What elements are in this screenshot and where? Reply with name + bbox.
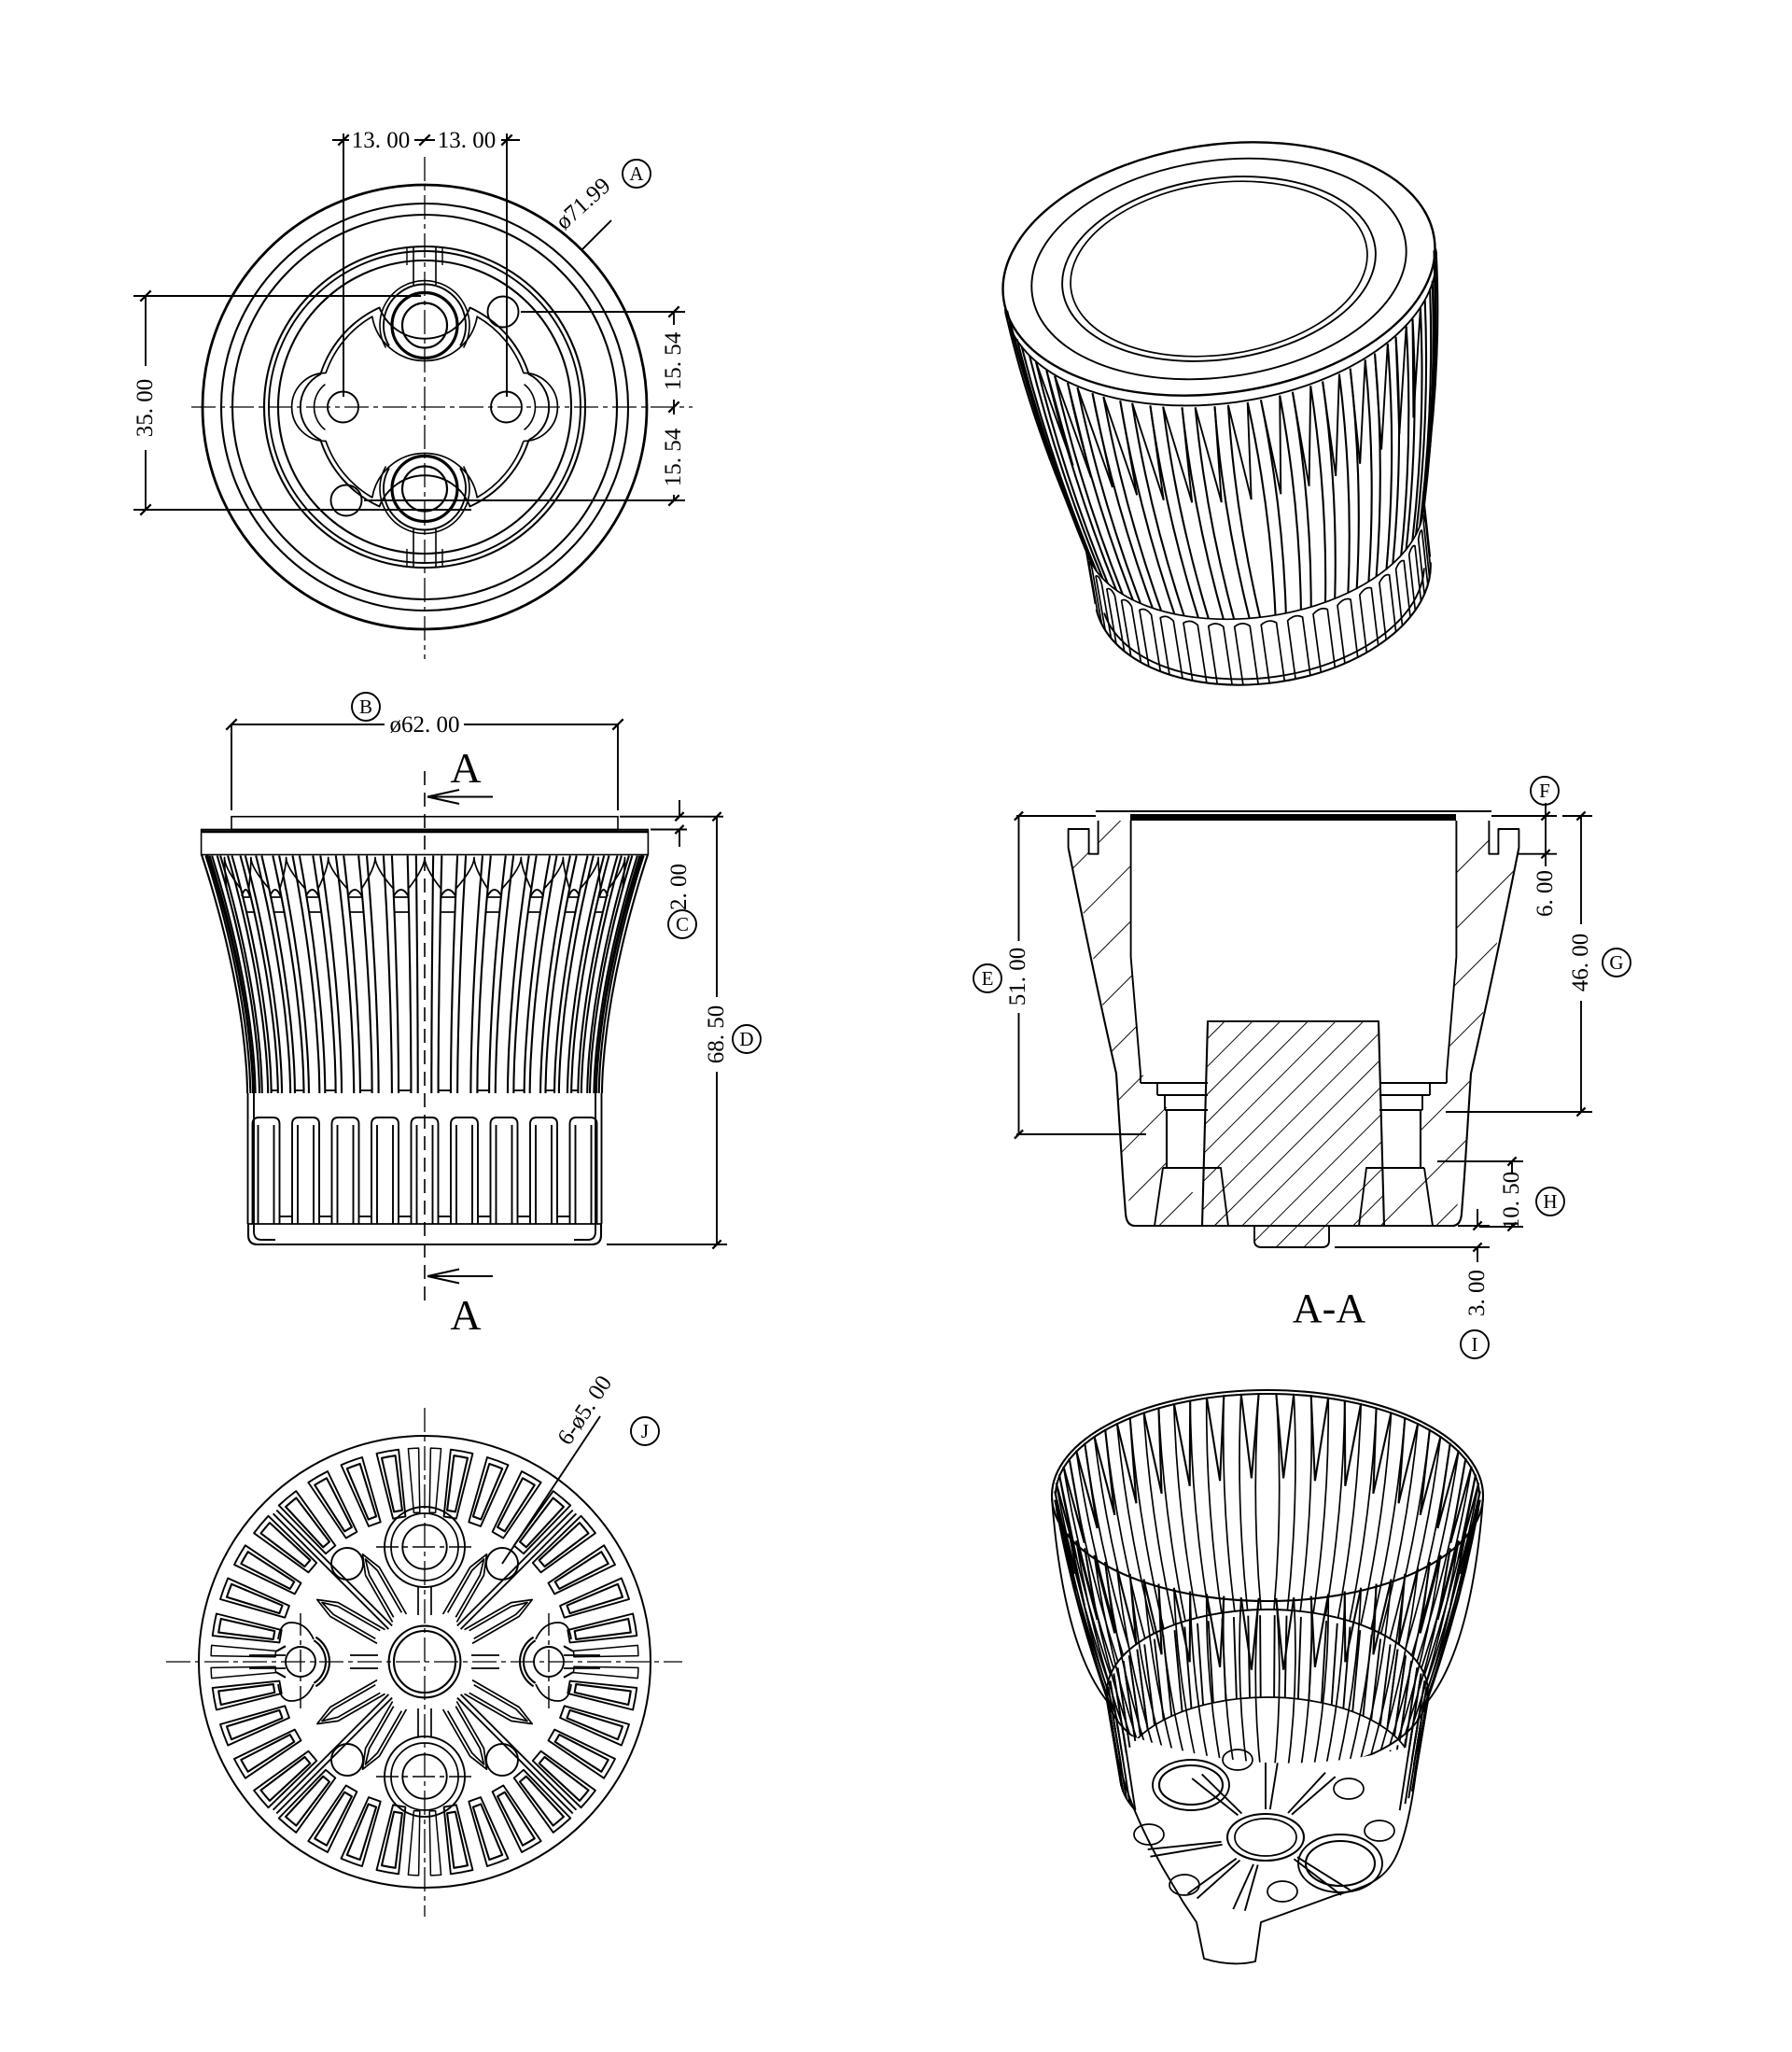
svg-text:I: I: [1472, 1333, 1478, 1356]
svg-text:B: B: [359, 696, 372, 718]
svg-text:H: H: [1543, 1190, 1557, 1213]
svg-text:35. 00: 35. 00: [133, 379, 158, 438]
svg-text:15. 54: 15. 54: [661, 428, 686, 486]
svg-text:15. 54: 15. 54: [661, 331, 686, 390]
svg-text:10. 50: 10. 50: [1499, 1172, 1524, 1230]
svg-text:68. 50: 68. 50: [704, 1005, 729, 1064]
svg-text:F: F: [1539, 780, 1550, 802]
svg-text:6. 00: 6. 00: [1533, 870, 1558, 917]
svg-text:46. 00: 46. 00: [1568, 934, 1593, 992]
svg-text:2. 00: 2. 00: [666, 864, 692, 910]
svg-text:13. 00: 13. 00: [352, 128, 411, 153]
svg-text:ø62. 00: ø62. 00: [390, 712, 460, 738]
svg-text:A-A: A-A: [1293, 1286, 1365, 1331]
svg-text:G: G: [1609, 951, 1623, 974]
svg-text:A: A: [450, 1291, 481, 1339]
svg-text:51. 00: 51. 00: [1005, 948, 1030, 1006]
svg-text:13. 00: 13. 00: [438, 128, 497, 153]
svg-text:J: J: [641, 1420, 649, 1442]
svg-text:E: E: [982, 967, 994, 990]
svg-text:3. 00: 3. 00: [1464, 1270, 1490, 1316]
svg-text:D: D: [739, 1028, 753, 1050]
svg-text:C: C: [676, 913, 689, 935]
svg-text:A: A: [629, 162, 644, 185]
svg-text:A: A: [450, 744, 481, 792]
